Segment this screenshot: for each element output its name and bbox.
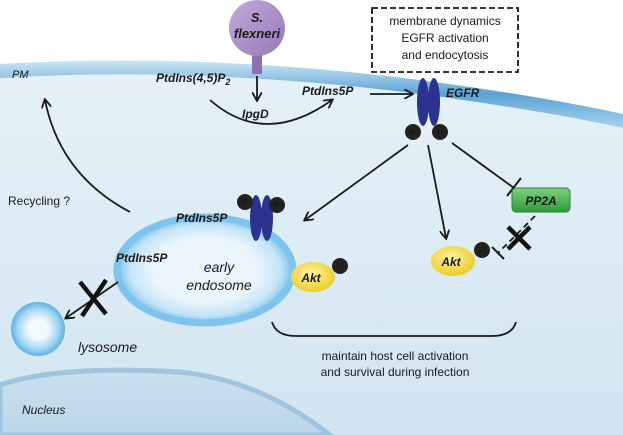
box-line-1: membrane dynamics xyxy=(389,14,500,28)
plasma-membrane xyxy=(0,60,623,128)
early-endosome xyxy=(113,213,297,327)
effects-box xyxy=(371,7,519,73)
flexneri-label-1: S. xyxy=(251,10,263,25)
ipgd-label: IpgD xyxy=(242,107,269,121)
box-line-2: EGFR activation xyxy=(401,31,488,45)
cytoplasm xyxy=(0,68,623,435)
pip5-endo-left-label: PtdIns5P xyxy=(116,251,168,265)
akt-inhibition-bar xyxy=(491,246,505,260)
egfr-label: EGFR xyxy=(446,86,480,100)
pp2a-label: PP2A xyxy=(525,194,556,208)
endosome-label-1: early xyxy=(204,259,235,275)
pip2-subscript: 2 xyxy=(224,77,230,87)
lysosome-label: lysosome xyxy=(78,339,137,355)
recycling-arrow xyxy=(45,100,131,213)
pm-label: PM xyxy=(12,69,29,81)
s-flexneri-bacterium xyxy=(229,0,285,56)
akt-cytosol-label: Akt xyxy=(440,255,461,269)
egfr-receptor-left xyxy=(417,78,429,126)
box-line-3: and endocytosis xyxy=(402,48,489,62)
akt-cytosol xyxy=(431,246,475,276)
recycling-label: Recycling ? xyxy=(8,194,70,208)
flexneri-label-2: flexneri xyxy=(234,26,281,41)
egfr-phospho-left xyxy=(405,124,421,140)
pip5-top-label: PtdIns5P xyxy=(302,84,354,98)
egfr-inhibits-pp2a xyxy=(451,142,515,189)
endo-phospho-left-label: P xyxy=(242,198,249,209)
akt-endo-phospho-label: P xyxy=(337,262,344,273)
pip5-endo-top-label: PtdIns5P xyxy=(176,211,228,225)
pip2-label: PtdIns(4,5)P2 xyxy=(156,71,230,87)
egfr-phospho-right-label: P xyxy=(437,128,444,139)
egfr-to-akt-arrow xyxy=(427,144,446,238)
akt-endosome-label: Akt xyxy=(300,271,321,285)
pp2a-inhibition-bar xyxy=(506,177,522,197)
pp2a-box xyxy=(511,187,571,213)
nucleus-label: Nucleus xyxy=(22,403,65,417)
outcome-line-2: and survival during infection xyxy=(321,365,470,379)
block-x-pp2a-b xyxy=(506,225,532,251)
akt-cytosol-phospho-label: P xyxy=(479,246,486,257)
egfr-phospho-right xyxy=(432,124,448,140)
akt-endo-phospho xyxy=(332,258,348,274)
egfr-phospho-left-label: P xyxy=(410,128,417,139)
pp2a-inhibits-akt xyxy=(497,215,536,254)
lysosome xyxy=(11,302,65,356)
egfr-receptor-right xyxy=(428,78,440,126)
akt-cytosol-phospho xyxy=(474,242,490,258)
endo-egfr-left xyxy=(250,195,262,241)
pip2-text: PtdIns(4,5)P xyxy=(156,71,226,85)
outcome-line-1: maintain host cell activation xyxy=(322,349,469,363)
nucleus xyxy=(0,367,335,435)
endo-phospho-left xyxy=(237,194,253,210)
flexneri-stalk xyxy=(252,44,262,74)
block-x-lyso-b xyxy=(80,278,108,318)
conversion-arrow xyxy=(209,100,332,125)
egfr-to-endosome-arrow xyxy=(305,144,409,220)
outcome-bracket xyxy=(271,321,517,337)
endo-phospho-right-label: P xyxy=(274,201,281,212)
akt-endosome xyxy=(291,262,335,292)
endosome-label-2: endosome xyxy=(186,277,252,293)
endo-phospho-right xyxy=(269,197,285,213)
